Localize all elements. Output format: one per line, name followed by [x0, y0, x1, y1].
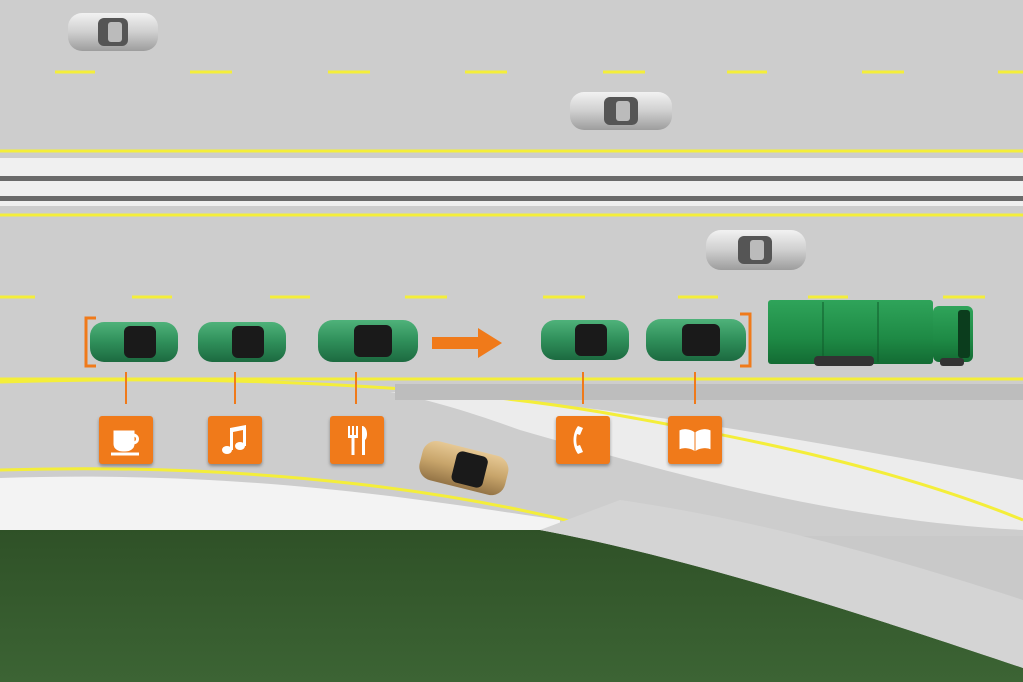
ramp-road [540, 500, 1023, 668]
barrier-rail [0, 176, 1023, 181]
activity-stem [125, 372, 127, 404]
open-book-icon [668, 416, 722, 464]
shoulder-band [395, 384, 1023, 400]
upper-carriageway [0, 0, 1023, 160]
convoy-car-5 [646, 319, 746, 361]
convoy-car-1 [90, 322, 178, 362]
silver-car-top-left [68, 13, 158, 51]
exit-ramp-island [0, 476, 560, 536]
convoy-car-4 [541, 320, 629, 360]
silver-car-top-center [570, 92, 672, 130]
phone-icon [556, 416, 610, 464]
activity-stem [234, 372, 236, 404]
lead-truck [768, 300, 973, 366]
activity-stem [582, 372, 584, 404]
platoon-bracket-left [84, 316, 96, 368]
grass-area [0, 530, 1023, 682]
platoon-bracket-right [740, 312, 752, 368]
convoy-car-2 [198, 322, 286, 362]
silver-car-lower [706, 230, 806, 270]
music-note-icon [208, 416, 262, 464]
arrow-right-icon [432, 328, 502, 358]
activity-stem [694, 372, 696, 404]
fork-knife-icon [330, 416, 384, 464]
gold-car-exiting [419, 440, 509, 496]
activity-stem [355, 372, 357, 404]
convoy-car-3 [318, 320, 418, 362]
barrier-rail [0, 196, 1023, 201]
coffee-cup-icon [99, 416, 153, 464]
